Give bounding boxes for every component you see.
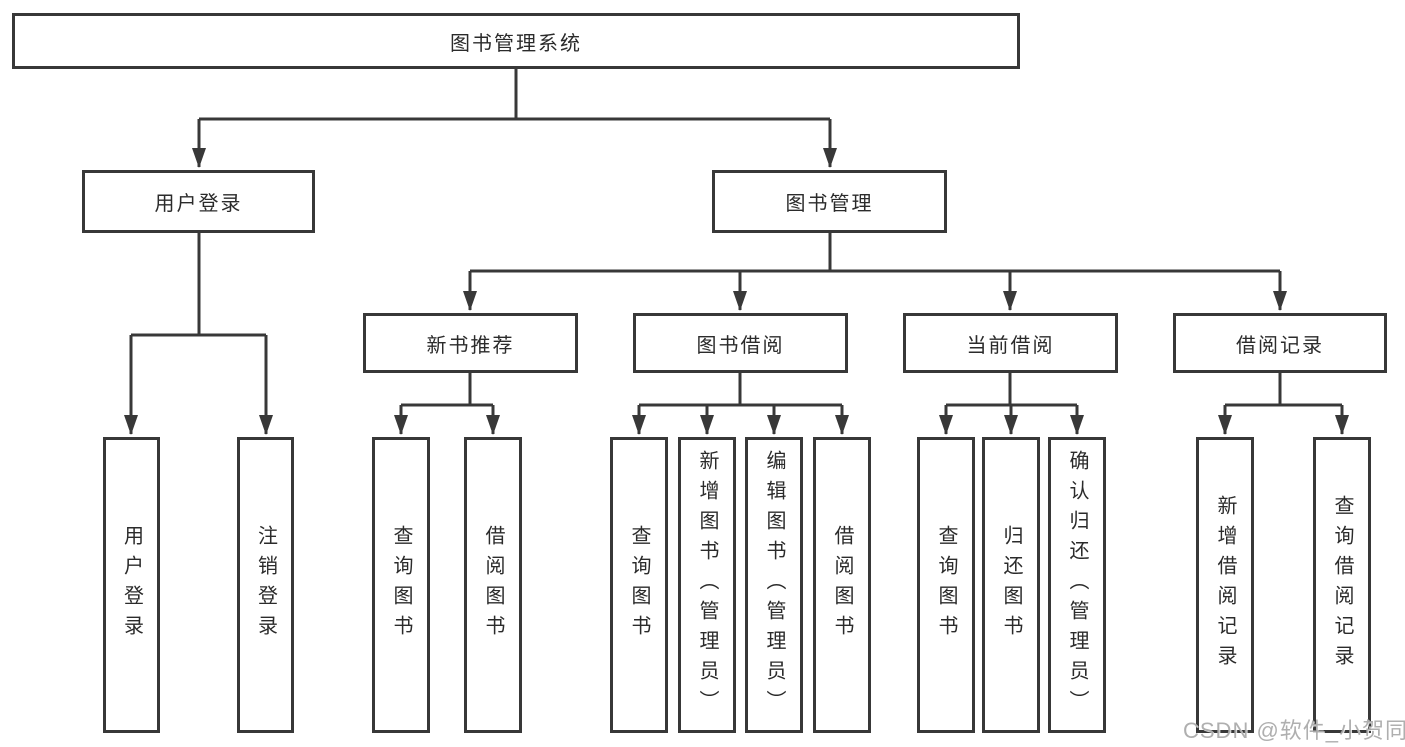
node-new-books-label: 新书推荐 [426, 334, 515, 357]
node-root-system-label: 图书管理系统 [450, 32, 582, 55]
node-book-borrow: 图书借阅 [633, 313, 848, 373]
leaf-edit-books-admin-label: 编辑图书（管理员） [763, 450, 785, 720]
leaf-query-books-newbooks-label: 查询图书 [390, 525, 412, 645]
leaf-borrow-books-borrow-label: 借阅图书 [831, 525, 853, 645]
leaf-query-books-borrow: 查询图书 [610, 437, 668, 733]
leaf-query-books-borrow-label: 查询图书 [628, 525, 650, 645]
leaf-add-books-admin: 新增图书（管理员） [678, 437, 736, 733]
node-user-login-label: 用户登录 [154, 193, 243, 215]
leaf-add-books-admin-label: 新增图书（管理员） [696, 450, 718, 720]
node-borrow-records-label: 借阅记录 [1236, 334, 1324, 357]
leaf-logout-login: 注销登录 [237, 437, 294, 733]
node-borrow-records: 借阅记录 [1173, 313, 1387, 373]
leaf-query-borrow-record-label: 查询借阅记录 [1331, 495, 1353, 675]
leaf-borrow-books-newbooks: 借阅图书 [464, 437, 522, 733]
leaf-add-borrow-record: 新增借阅记录 [1196, 437, 1254, 733]
leaf-user-login-label: 用户登录 [120, 525, 143, 645]
csdn-watermark: CSDN @软件_小贺同学 [1183, 718, 1405, 743]
leaf-query-borrow-record: 查询借阅记录 [1313, 437, 1371, 733]
leaf-confirm-return-admin: 确认归还（管理员） [1048, 437, 1106, 733]
node-current-borrow: 当前借阅 [903, 313, 1118, 373]
leaf-borrow-books-newbooks-label: 借阅图书 [482, 525, 504, 645]
node-user-login: 用户登录 [82, 170, 315, 233]
leaf-return-books-label: 归还图书 [1000, 525, 1022, 645]
node-book-management-label: 图书管理 [785, 193, 874, 215]
leaf-add-borrow-record-label: 新增借阅记录 [1214, 495, 1236, 675]
node-root-system: 图书管理系统 [12, 13, 1020, 69]
leaf-query-books-current: 查询图书 [917, 437, 975, 733]
leaf-borrow-books-borrow: 借阅图书 [813, 437, 871, 733]
node-new-books: 新书推荐 [363, 313, 578, 373]
node-book-borrow-label: 图书借阅 [696, 334, 785, 357]
leaf-edit-books-admin: 编辑图书（管理员） [745, 437, 803, 733]
leaf-query-books-current-label: 查询图书 [935, 525, 957, 645]
node-book-management: 图书管理 [712, 170, 947, 233]
leaf-logout-login-label: 注销登录 [254, 525, 277, 645]
node-current-borrow-label: 当前借阅 [966, 334, 1055, 357]
leaf-user-login: 用户登录 [103, 437, 160, 733]
leaf-return-books: 归还图书 [982, 437, 1040, 733]
leaf-query-books-newbooks: 查询图书 [372, 437, 430, 733]
leaf-confirm-return-admin-label: 确认归还（管理员） [1066, 450, 1088, 720]
